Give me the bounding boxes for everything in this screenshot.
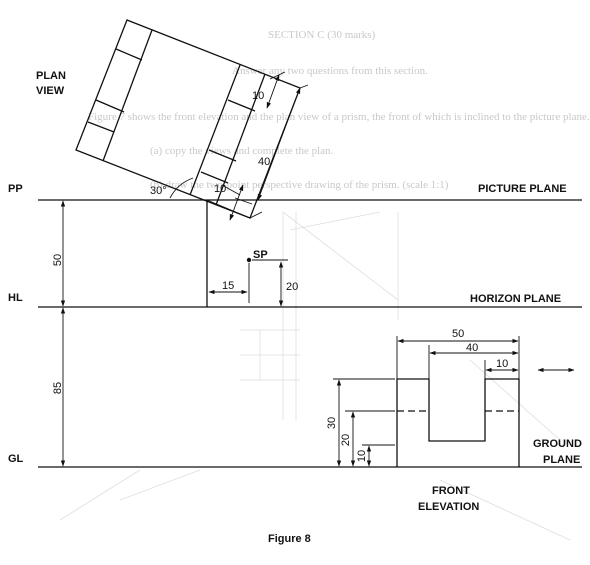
plan-dimensions: 10 40 10 30° bbox=[150, 71, 309, 221]
ground-plane-label-2: PLANE bbox=[543, 454, 580, 466]
dim-15: 15 bbox=[222, 280, 234, 292]
dim-50-pp-hl: 50 bbox=[52, 254, 64, 266]
figure-caption: Figure 8 bbox=[268, 533, 311, 545]
ghost-line-2: Answer any two questions from this secti… bbox=[232, 65, 428, 77]
sp-label: SP bbox=[253, 249, 268, 261]
angle-arc bbox=[169, 177, 194, 199]
fe-dim-40: 40 bbox=[466, 342, 478, 354]
fe-dim-10-h: 10 bbox=[356, 450, 368, 462]
reference-lines bbox=[38, 199, 582, 468]
plan-left-wall bbox=[102, 29, 153, 162]
ground-plane-label-1: GROUND bbox=[533, 438, 582, 450]
plan-view-label-2: VIEW bbox=[36, 85, 65, 97]
labels: PLAN VIEW PP PICTURE PLANE HL HORIZON PL… bbox=[8, 70, 582, 545]
gl-label: GL bbox=[8, 453, 24, 465]
station-point: SP 15 20 bbox=[208, 249, 298, 307]
front-elevation bbox=[396, 378, 520, 467]
plan-dim-40: 40 bbox=[258, 156, 270, 168]
dim-85-hl-gl: 85 bbox=[52, 382, 64, 394]
plan-view-label-1: PLAN bbox=[36, 70, 66, 82]
fe-dim-30: 30 bbox=[326, 417, 338, 429]
ghost-line-1: SECTION C (30 marks) bbox=[268, 29, 376, 41]
ghost-line-3: Figure 7 shows the front elevation and t… bbox=[88, 111, 590, 123]
hl-label: HL bbox=[8, 292, 23, 304]
left-dimensions: 50 85 bbox=[52, 200, 66, 467]
front-elevation-dimensions: 50 40 10 30 20 10 bbox=[326, 328, 520, 467]
plan-recess-left bbox=[189, 64, 241, 196]
front-elevation-label-1: FRONT bbox=[432, 485, 470, 497]
front-elevation-label-2: ELEVATION bbox=[418, 501, 479, 513]
fe-dim-20: 20 bbox=[340, 434, 352, 446]
fe-dim-10: 10 bbox=[496, 358, 508, 370]
ghost-line-4: (a) copy the views and complete the plan… bbox=[150, 145, 334, 157]
dim-20: 20 bbox=[286, 281, 298, 293]
angle-dim-30: 30° bbox=[150, 185, 167, 197]
show-through-geometry bbox=[59, 211, 571, 541]
pp-label: PP bbox=[8, 183, 23, 195]
sp-dot bbox=[246, 257, 252, 263]
show-through-text: SECTION C (30 marks) Answer any two ques… bbox=[88, 29, 590, 191]
picture-plane-label: PICTURE PLANE bbox=[478, 183, 567, 195]
plan-dim-10-bottom: 10 bbox=[214, 183, 226, 195]
plan-dim-10-top: 10 bbox=[252, 90, 264, 102]
fe-dim-50: 50 bbox=[452, 328, 464, 340]
plan-recess-right bbox=[215, 73, 266, 206]
horizon-plane-label: HORIZON PLANE bbox=[470, 293, 561, 305]
front-elevation-outline bbox=[396, 378, 520, 467]
